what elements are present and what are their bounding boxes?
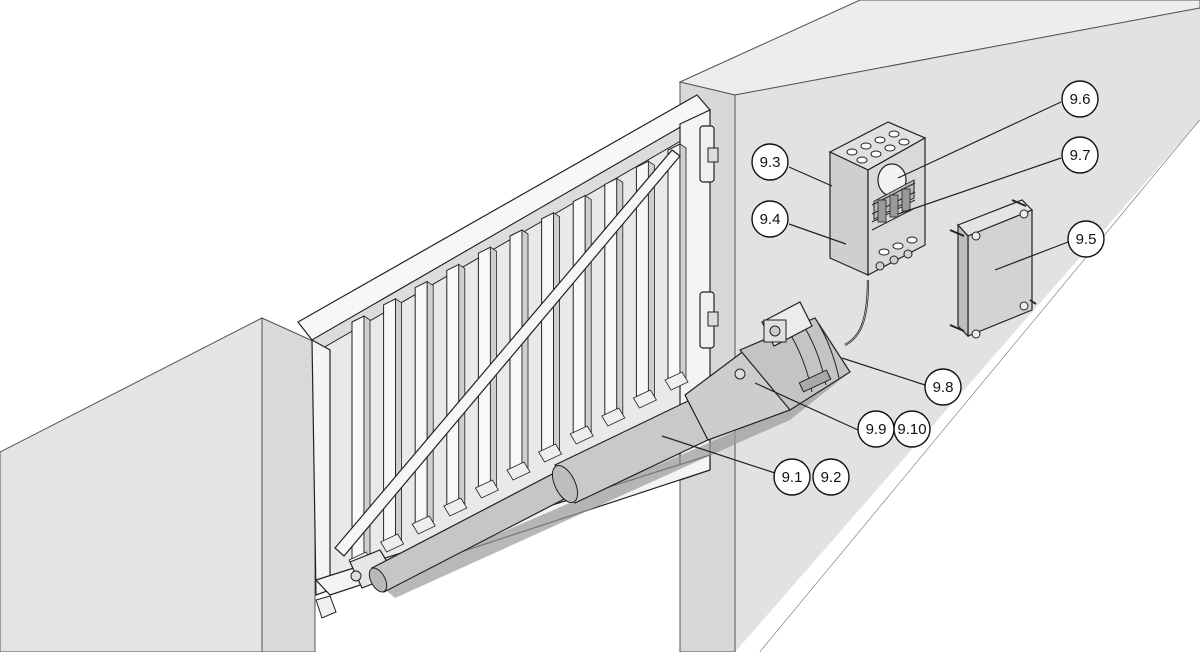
callout-9-3: 9.3	[751, 143, 789, 181]
callout-label: 9.5	[1076, 231, 1097, 248]
gate-bar-foot	[664, 371, 689, 391]
callout-circle	[1061, 80, 1099, 118]
gate-bar-foot	[632, 389, 657, 409]
callout-circle	[1067, 220, 1105, 258]
linear-actuator	[349, 279, 870, 598]
gate-bar	[446, 263, 460, 507]
callout-label: 9.6	[1070, 91, 1091, 108]
upper-hinge	[699, 125, 719, 183]
callout-markers: 9.3 9.4 9.6 9.7 9.5 9.8 9.9 9.10 9.1 9.2	[751, 80, 1105, 496]
gate-bar-side	[648, 160, 655, 397]
gate-bar-foot	[569, 425, 594, 445]
callout-label: 9.2	[821, 469, 842, 486]
gate-bar	[604, 177, 618, 417]
control-box-cover	[949, 199, 1037, 339]
gate-bar-foot	[411, 515, 436, 535]
callout-9-5: 9.5	[1067, 220, 1105, 258]
gate-bar-side	[458, 263, 466, 505]
gate-bar	[667, 143, 681, 381]
callout-label: 9.8	[933, 379, 954, 396]
callout-label: 9.9	[866, 421, 887, 438]
gate-bar-side	[679, 143, 687, 379]
right-wall	[678, 0, 1200, 652]
callout-circle	[751, 143, 789, 181]
lower-hinge	[699, 291, 719, 349]
control-box	[828, 121, 927, 276]
gate-bar-foot	[506, 461, 531, 481]
gate-bar	[414, 280, 428, 525]
gate-bar-foot	[474, 479, 499, 499]
terminal-block	[871, 182, 916, 231]
callout-label: 9.1	[782, 469, 803, 486]
callout-label: 9.3	[760, 154, 781, 171]
callout-9-2: 9.2	[812, 458, 850, 496]
cable-glands	[846, 130, 910, 164]
callout-9-9: 9.9	[857, 410, 895, 448]
gate-bar-foot	[601, 407, 626, 427]
gate-bar-side	[521, 229, 529, 469]
callout-circle	[812, 458, 850, 496]
gate-bar	[541, 211, 555, 453]
gate-bar-side	[584, 194, 592, 433]
callout-circle	[751, 200, 789, 238]
gate-bar-foot	[538, 443, 563, 463]
gate-bar-side	[426, 280, 434, 523]
callout-9-7: 9.7	[1061, 136, 1099, 174]
callout-9-1: 9.1	[773, 458, 811, 496]
callout-9-6: 9.6	[1061, 80, 1099, 118]
left-wall	[0, 317, 316, 652]
gate-bar-foot	[443, 497, 468, 517]
callout-label: 9.7	[1070, 147, 1091, 164]
gate-bar-side	[395, 298, 403, 541]
callout-circle	[924, 368, 962, 406]
callout-circle	[1061, 136, 1099, 174]
callout-label: 9.4	[760, 211, 781, 228]
callout-9-4: 9.4	[751, 200, 789, 238]
gate-bar	[572, 194, 586, 435]
callout-circle	[893, 410, 931, 448]
callout-9-10: 9.10	[893, 410, 931, 448]
gate-bar-side	[553, 212, 560, 451]
gate-bar-foot	[380, 533, 405, 553]
callout-9-8: 9.8	[924, 368, 962, 406]
callout-circle	[773, 458, 811, 496]
leader-lines	[661, 101, 1069, 474]
callout-label: 9.10	[897, 421, 926, 438]
